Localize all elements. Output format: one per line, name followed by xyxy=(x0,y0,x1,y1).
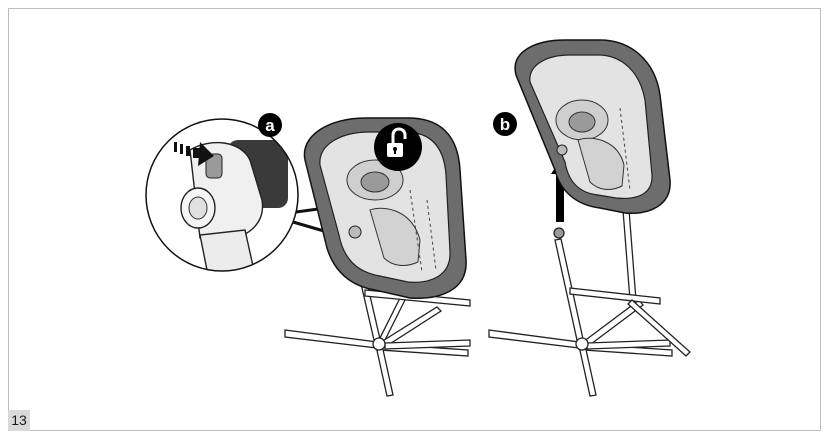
bassinet-seat xyxy=(303,117,467,299)
step-a-badge: a xyxy=(258,113,282,137)
step-b-badge: b xyxy=(493,112,517,136)
page-frame xyxy=(8,8,821,431)
bassinet-seat xyxy=(514,39,671,214)
unlock-icon xyxy=(374,123,422,171)
stand-legs xyxy=(488,209,691,397)
step-a-label: a xyxy=(265,116,275,135)
step-b-figure: b xyxy=(488,39,691,397)
step-a-figure: a xyxy=(145,113,471,397)
zoom-detail-circle xyxy=(145,118,299,272)
page-number: 13 xyxy=(8,410,30,431)
step-b-label: b xyxy=(500,115,510,134)
push-arrow-icon xyxy=(174,142,214,166)
